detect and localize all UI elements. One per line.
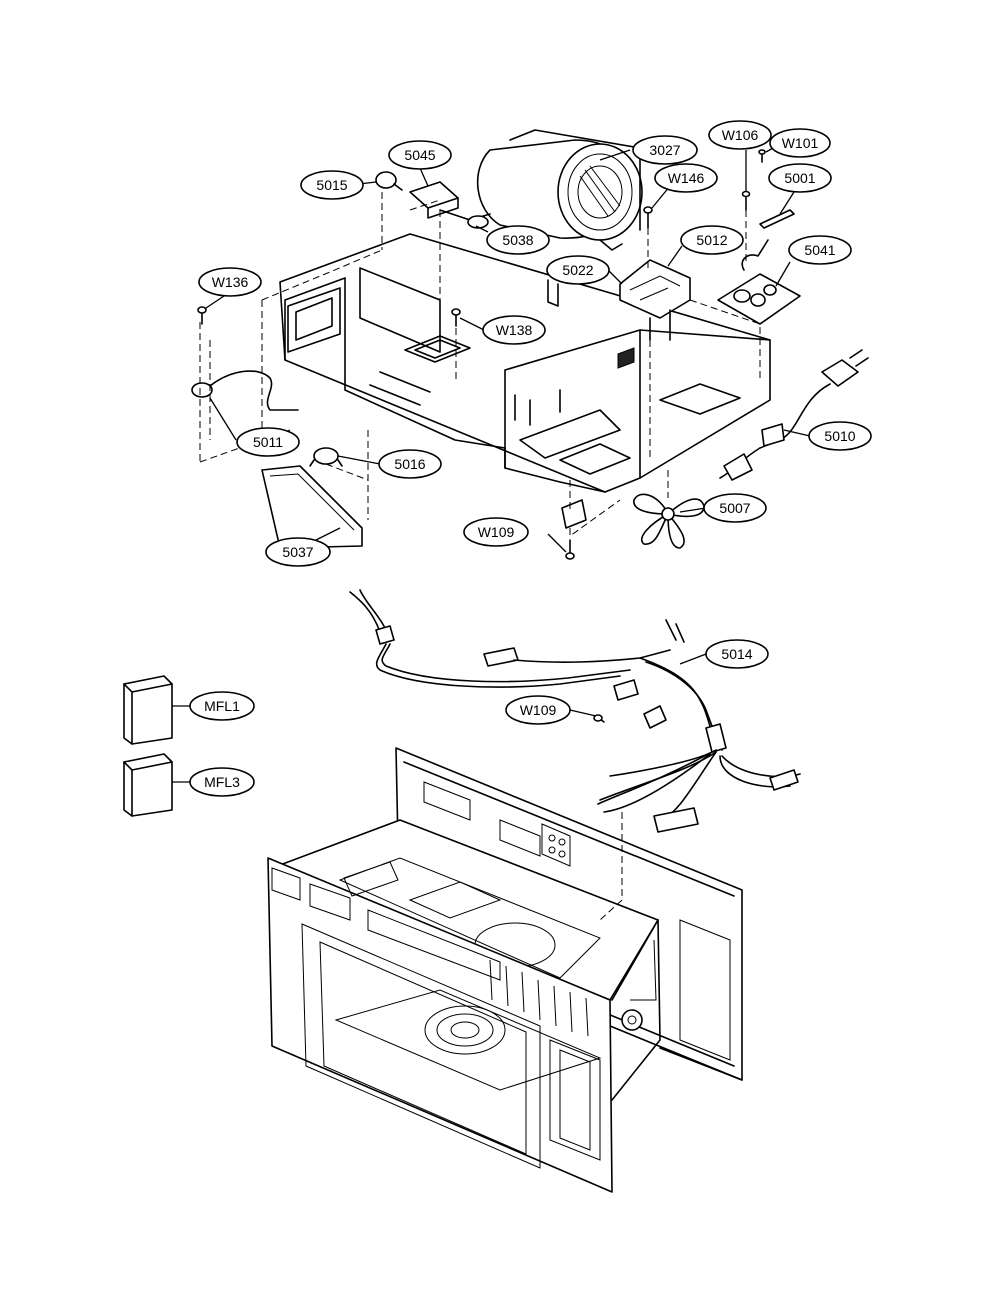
callout-5010: 5010 — [808, 421, 872, 451]
part-5038 — [467, 215, 489, 229]
callout-W109-top: W109 — [463, 517, 529, 547]
callout-5038-label: 5038 — [502, 232, 533, 248]
callout-W136-label: W136 — [212, 274, 249, 290]
manual-box-MFL1 — [123, 675, 173, 745]
callout-5016: 5016 — [378, 449, 442, 479]
screw-W101 — [758, 149, 766, 163]
callout-5014: 5014 — [705, 639, 769, 669]
callout-5016-label: 5016 — [394, 456, 425, 472]
callout-3027-label: 3027 — [649, 142, 680, 158]
callout-5045: 5045 — [388, 140, 452, 170]
callout-5007: 5007 — [703, 493, 767, 523]
callout-5007-label: 5007 — [719, 500, 750, 516]
callout-5037-label: 5037 — [282, 544, 313, 560]
screw-W106 — [741, 190, 751, 211]
callout-5012-label: 5012 — [696, 232, 727, 248]
callout-5045-label: 5045 — [404, 147, 435, 163]
callout-W138: W138 — [482, 315, 546, 345]
callout-W138-label: W138 — [496, 322, 533, 338]
assembly-lines-lower — [599, 812, 623, 921]
callout-W101: W101 — [769, 128, 831, 158]
assembly-lines-top — [199, 192, 761, 537]
base-plate-assembly — [279, 233, 771, 493]
callout-5041-label: 5041 — [804, 242, 835, 258]
part-5010-power-cord — [719, 349, 869, 481]
callout-5022: 5022 — [546, 255, 610, 285]
callout-W106-label: W106 — [722, 127, 759, 143]
callout-W106: W106 — [708, 120, 772, 150]
callout-W101-label: W101 — [782, 135, 819, 151]
callout-3027: 3027 — [632, 135, 698, 165]
manual-box-MFL3 — [123, 753, 173, 817]
callout-5015: 5015 — [300, 170, 364, 200]
part-5041-board — [717, 239, 801, 325]
callout-5014-label: 5014 — [721, 646, 752, 662]
callout-MFL1: MFL1 — [189, 691, 255, 721]
callout-5001: 5001 — [768, 163, 832, 193]
callout-5038: 5038 — [486, 225, 550, 255]
part-5016-thermostat — [309, 447, 343, 467]
callout-5011-label: 5011 — [253, 434, 283, 450]
callout-W146-label: W146 — [668, 170, 705, 186]
callout-MFL3-label: MFL3 — [204, 774, 240, 790]
screw-W109-top — [561, 499, 587, 560]
screw-W138 — [451, 308, 461, 327]
screw-W136 — [197, 306, 207, 325]
part-5007-fan-blade — [633, 493, 705, 549]
screw-W109-mid — [593, 714, 605, 723]
part-5001-fuse — [759, 209, 795, 229]
callout-W146: W146 — [654, 163, 718, 193]
callout-W136: W136 — [198, 267, 262, 297]
callout-W109-mid: W109 — [505, 695, 571, 725]
callout-5015-label: 5015 — [316, 177, 347, 193]
callout-5022-label: 5022 — [562, 262, 593, 278]
screw-W146 — [643, 206, 653, 229]
callout-W109-mid-label: W109 — [520, 702, 557, 718]
callout-5037: 5037 — [265, 537, 331, 567]
callout-W109-top-label: W109 — [478, 524, 515, 540]
callout-5011: 5011 — [236, 427, 300, 457]
callout-5001-label: 5001 — [784, 170, 815, 186]
callout-5012: 5012 — [680, 225, 744, 255]
fan-motor-assembly — [476, 129, 643, 251]
oven-cavity-assembly — [267, 747, 743, 1193]
part-5011-thermistor — [191, 370, 299, 411]
callout-5041: 5041 — [788, 235, 852, 265]
callout-5010-label: 5010 — [824, 428, 855, 444]
part-5014-wire-harness — [349, 589, 801, 833]
part-5037-cover — [261, 465, 363, 549]
part-5015-lamp — [375, 171, 403, 191]
callout-MFL1-label: MFL1 — [204, 698, 240, 714]
callout-MFL3: MFL3 — [189, 767, 255, 797]
